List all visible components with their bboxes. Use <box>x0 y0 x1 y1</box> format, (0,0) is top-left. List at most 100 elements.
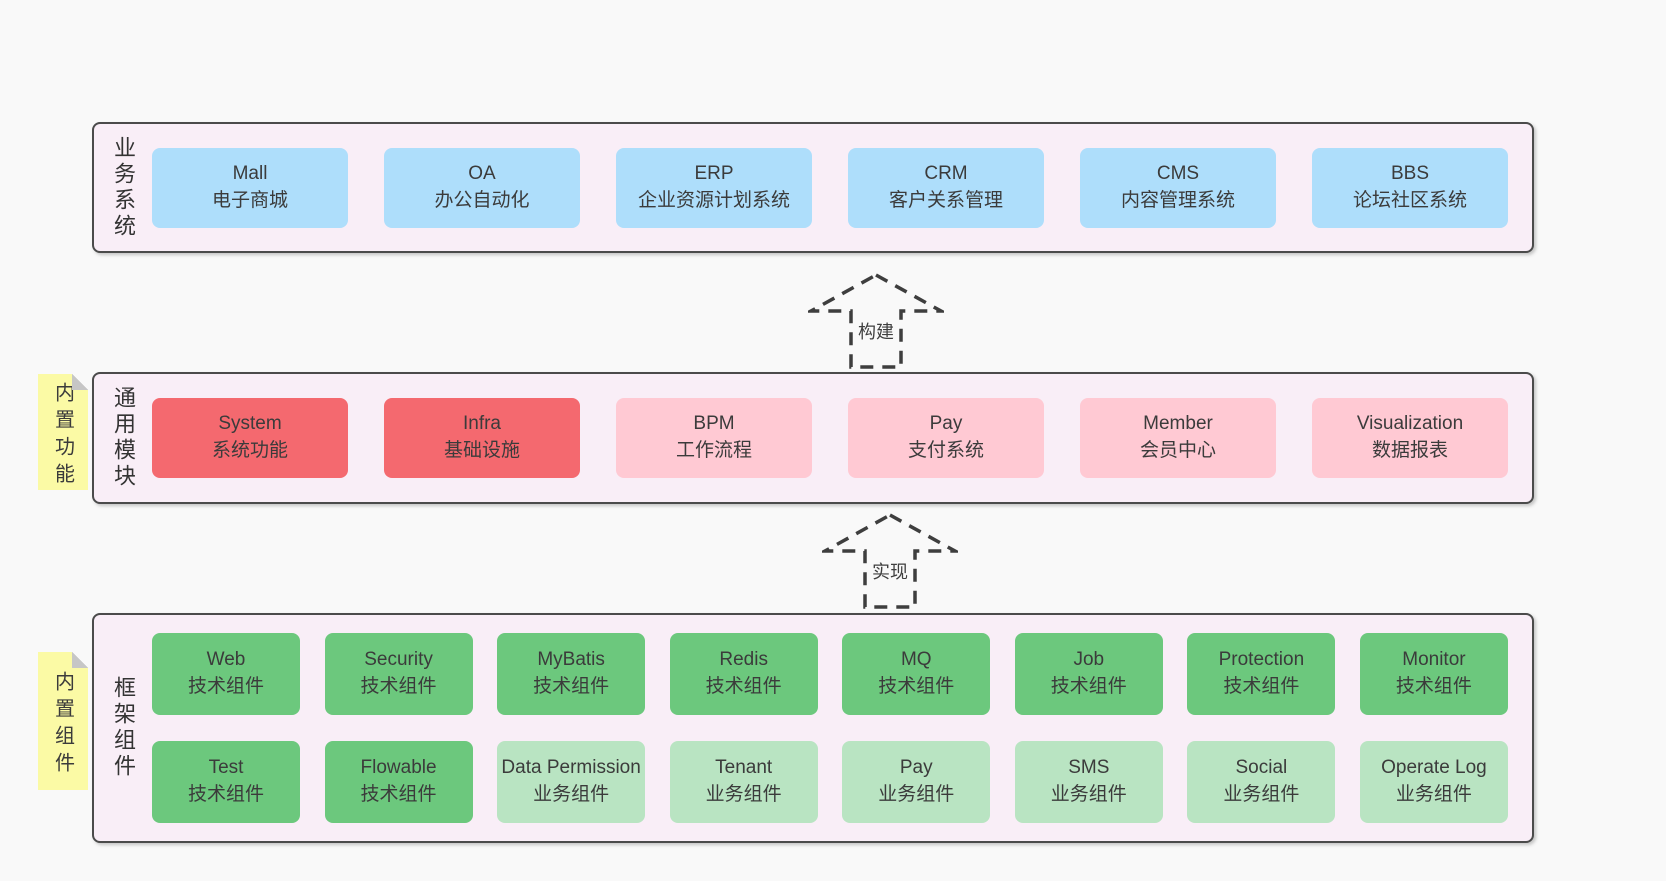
box-system: System 系统功能 <box>152 398 348 478</box>
note-fold-corner-icon <box>72 374 88 390</box>
builtin-components-note: 内置组件 <box>38 652 88 790</box>
box-member: Member 会员中心 <box>1080 398 1276 478</box>
box-tenant: Tenant 业务组件 <box>669 741 818 823</box>
box-subtitle: 客户关系管理 <box>888 189 1003 211</box>
box-subtitle: 业务组件 <box>705 784 782 805</box>
build-arrow: 构建 <box>808 272 944 370</box>
framework-components-label: 框架组件 <box>94 615 152 841</box>
box-mybatis: MyBatis 技术组件 <box>497 633 646 715</box>
dashed-up-arrow-icon <box>822 512 958 609</box>
box-title: Protection <box>1218 649 1305 671</box>
box-subtitle: 技术组件 <box>360 676 437 697</box>
common-modules-layer: 通用模块 System 系统功能 Infra 基础设施 BPM 工作流程 Pay… <box>92 372 1534 504</box>
box-title: Infra <box>462 413 502 435</box>
box-title: BPM <box>693 413 735 435</box>
box-test: Test 技术组件 <box>152 741 300 823</box>
box-subtitle: 业务组件 <box>1050 784 1127 805</box>
box-erp: ERP 企业资源计划系统 <box>616 147 812 228</box>
box-subtitle: 技术组件 <box>187 784 264 805</box>
box-subtitle: 支付系统 <box>907 440 984 461</box>
box-subtitle: 技术组件 <box>1395 676 1472 697</box>
common-modules-label: 通用模块 <box>94 374 152 502</box>
arrow-label: 实现 <box>869 558 911 584</box>
framework-components-layer: 框架组件 Web 技术组件 Security 技术组件 MyBatis 技术组件… <box>92 613 1534 843</box>
box-title: CMS <box>1156 162 1200 184</box>
box-subtitle: 业务组件 <box>533 784 610 805</box>
layer-label-text: 通用模块 <box>111 386 136 490</box>
box-cms: CMS 内容管理系统 <box>1080 147 1276 228</box>
box-subtitle: 内容管理系统 <box>1120 189 1235 211</box>
box-pay-component: Pay 业务组件 <box>842 741 991 823</box>
box-subtitle: 基础设施 <box>443 440 520 461</box>
box-title: Job <box>1073 649 1105 671</box>
box-sms: SMS 业务组件 <box>1014 741 1163 823</box>
box-subtitle: 业务组件 <box>878 784 955 805</box>
box-oa: OA 办公自动化 <box>384 147 580 228</box>
box-title: Member <box>1143 413 1213 435</box>
layer-label-text: 业务系统 <box>111 135 136 240</box>
box-subtitle: 技术组件 <box>1050 676 1127 697</box>
box-title: ERP <box>694 162 734 184</box>
box-title: Pay <box>929 413 963 435</box>
box-title: Pay <box>899 757 933 779</box>
box-title: Social <box>1235 757 1288 779</box>
box-bpm: BPM 工作流程 <box>616 398 812 478</box>
box-title: BBS <box>1390 162 1430 184</box>
box-title: Visualization <box>1356 413 1464 435</box>
box-subtitle: 技术组件 <box>187 676 264 697</box>
box-title: OA <box>468 162 496 184</box>
box-subtitle: 业务组件 <box>1223 784 1300 805</box>
note-fold-corner-icon <box>72 652 88 668</box>
box-title: Data Permission <box>501 757 641 779</box>
box-title: Mall <box>232 162 268 184</box>
business-systems-layer: 业务系统 Mall 电子商城 OA 办公自动化 ERP 企业资源计划系统 CRM… <box>92 122 1534 253</box>
box-security: Security 技术组件 <box>324 633 473 715</box>
box-crm: CRM 客户关系管理 <box>848 147 1044 228</box>
box-subtitle: 系统功能 <box>211 440 288 461</box>
box-subtitle: 技术组件 <box>533 676 610 697</box>
box-title: Test <box>208 757 244 779</box>
box-subtitle: 电子商城 <box>211 189 288 211</box>
box-title: Security <box>364 649 433 671</box>
box-subtitle: 论坛社区系统 <box>1352 189 1467 211</box>
box-subtitle: 办公自动化 <box>434 189 530 211</box>
note-text: 内置功能 <box>51 381 74 490</box>
note-text: 内置组件 <box>51 670 74 779</box>
box-title: Operate Log <box>1381 757 1487 779</box>
box-mq: MQ 技术组件 <box>842 633 991 715</box>
box-subtitle: 技术组件 <box>1223 676 1300 697</box>
box-title: MyBatis <box>537 649 605 671</box>
common-modules-grid: System 系统功能 Infra 基础设施 BPM 工作流程 Pay 支付系统… <box>152 374 1532 502</box>
box-title: Web <box>206 649 246 671</box>
box-title: Monitor <box>1402 649 1466 671</box>
arrow-label: 构建 <box>855 318 897 344</box>
box-title: System <box>218 413 282 435</box>
box-pay-module: Pay 支付系统 <box>848 398 1044 478</box>
layer-label-text: 框架组件 <box>111 676 136 780</box>
box-title: SMS <box>1068 757 1110 779</box>
box-subtitle: 技术组件 <box>878 676 955 697</box>
box-mall: Mall 电子商城 <box>152 147 348 228</box>
box-operate-log: Operate Log 业务组件 <box>1359 741 1508 823</box>
box-redis: Redis 技术组件 <box>669 633 818 715</box>
box-title: Flowable <box>360 757 437 779</box>
box-subtitle: 数据报表 <box>1371 440 1448 461</box>
box-title: Tenant <box>715 757 773 779</box>
box-protection: Protection 技术组件 <box>1187 633 1336 715</box>
box-job: Job 技术组件 <box>1014 633 1163 715</box>
box-flowable: Flowable 技术组件 <box>324 741 473 823</box>
builtin-functions-note: 内置功能 <box>38 374 88 490</box>
box-infra: Infra 基础设施 <box>384 398 580 478</box>
box-subtitle: 企业资源计划系统 <box>637 189 790 211</box>
box-subtitle: 工作流程 <box>675 440 752 461</box>
box-web: Web 技术组件 <box>152 633 300 715</box>
box-visualization: Visualization 数据报表 <box>1312 398 1508 478</box>
implement-arrow: 实现 <box>822 512 958 610</box>
box-monitor: Monitor 技术组件 <box>1359 633 1508 715</box>
framework-components-grid: Web 技术组件 Security 技术组件 MyBatis 技术组件 Redi… <box>152 615 1532 841</box>
box-title: Redis <box>719 649 768 671</box>
box-subtitle: 技术组件 <box>705 676 782 697</box>
box-subtitle: 会员中心 <box>1139 440 1216 461</box>
box-subtitle: 业务组件 <box>1395 784 1472 805</box>
business-systems-label: 业务系统 <box>94 124 152 251</box>
